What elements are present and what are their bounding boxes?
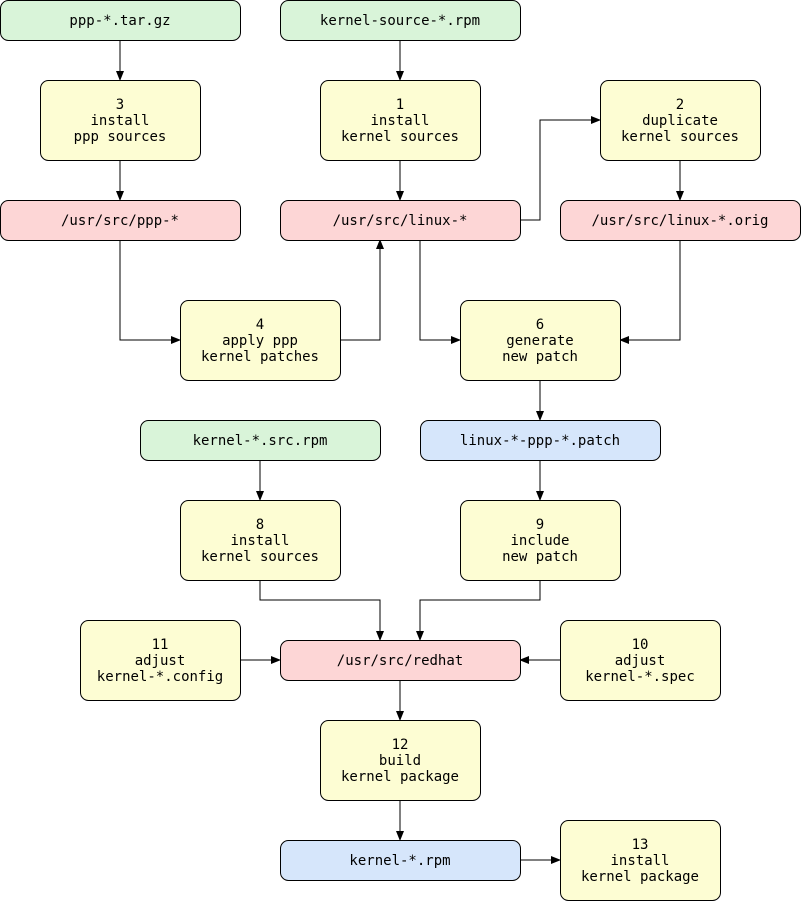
node-label-line: kernel sources	[621, 129, 739, 145]
node-label-line: generate	[506, 333, 573, 349]
node-label-line: kernel-source-*.rpm	[320, 13, 480, 29]
node-label-line: 12	[392, 737, 409, 753]
node-usr-src-ppp: /usr/src/ppp-*	[0, 200, 241, 241]
node-box	[0, 200, 241, 241]
node-label-line: ppp sources	[74, 129, 167, 145]
node-label-line: 10	[632, 637, 649, 653]
node-label-line: apply ppp	[222, 333, 298, 349]
node-label-line: 3	[116, 97, 124, 113]
node-box	[40, 80, 201, 161]
node-box	[320, 720, 481, 801]
node-label-line: duplicate	[642, 113, 718, 129]
node-box	[320, 80, 481, 161]
node-box	[140, 420, 381, 461]
node-label-line: /usr/src/linux-*	[333, 213, 468, 229]
node-label-line: install	[230, 533, 289, 549]
node-label-line: kernel sources	[341, 129, 459, 145]
edge-step4-to-usr_src_linux	[340, 239, 384, 341]
node-label-line: kernel package	[341, 769, 459, 785]
node-box	[280, 640, 521, 681]
node-label-line: adjust	[615, 653, 666, 669]
edge-usr_src_linux-to-step6	[419, 240, 461, 344]
node-label-line: kernel package	[581, 869, 699, 885]
node-label-line: /usr/src/linux-*.orig	[591, 213, 768, 229]
node-label-line: 1	[396, 97, 404, 113]
node-box	[420, 420, 661, 461]
node-box	[280, 200, 521, 241]
node-box	[460, 500, 621, 581]
node-label-line: kernel-*.src.rpm	[193, 433, 328, 449]
node-label-line: kernel-*.rpm	[349, 853, 450, 869]
node-label-line: kernel sources	[201, 549, 319, 565]
edge-usr_src_linux_orig-to-step6	[619, 240, 681, 344]
node-label-line: adjust	[135, 653, 186, 669]
node-box	[0, 0, 241, 41]
node-kernel-src-rpm: kernel-*.src.rpm	[140, 420, 381, 461]
edge-usr_src_linux-to-step2	[520, 116, 601, 221]
edges-layer	[116, 40, 684, 864]
node-label-line: build	[379, 753, 421, 769]
node-label-line: linux-*-ppp-*.patch	[460, 433, 620, 449]
node-label-line: new patch	[502, 349, 578, 365]
node-ppp-tar: ppp-*.tar.gz	[0, 0, 241, 41]
node-box	[560, 620, 721, 701]
node-label-line: kernel patches	[201, 349, 319, 365]
node-box	[180, 500, 341, 581]
edge-usr_src_ppp-to-step4	[119, 240, 181, 344]
node-label-line: install	[370, 113, 429, 129]
node-label-line: 2	[676, 97, 684, 113]
node-linux-ppp-patch: linux-*-ppp-*.patch	[420, 420, 661, 461]
node-label-line: /usr/src/ppp-*	[61, 213, 179, 229]
node-box	[460, 300, 621, 381]
edge-step8-to-usr_src_redhat	[259, 580, 384, 641]
node-label-line: include	[510, 533, 569, 549]
node-label-line: 9	[536, 517, 544, 533]
node-label-line: kernel-*.config	[97, 669, 223, 685]
node-label-line: 11	[152, 637, 169, 653]
node-box	[600, 80, 761, 161]
node-label-line: install	[610, 853, 669, 869]
node-label-line: 8	[256, 517, 264, 533]
node-label-line: 6	[536, 317, 544, 333]
node-label-line: 4	[256, 317, 264, 333]
node-label-line: kernel-*.spec	[585, 669, 695, 685]
node-label-line: ppp-*.tar.gz	[69, 13, 170, 29]
node-usr-src-linux: /usr/src/linux-*	[280, 200, 521, 241]
node-box	[80, 620, 241, 701]
node-usr-src-linux-orig: /usr/src/linux-*.orig	[560, 200, 801, 241]
node-box	[180, 300, 341, 381]
node-box	[280, 0, 521, 41]
node-label-line: /usr/src/redhat	[337, 653, 463, 669]
edge-step9-to-usr_src_redhat	[416, 580, 541, 641]
node-kernel-source-rpm: kernel-source-*.rpm	[280, 0, 521, 41]
node-label-line: 13	[632, 837, 649, 853]
node-box	[280, 840, 521, 881]
node-kernel-rpm: kernel-*.rpm	[280, 840, 521, 881]
node-usr-src-redhat: /usr/src/redhat	[280, 640, 521, 681]
node-label-line: new patch	[502, 549, 578, 565]
node-label-line: install	[90, 113, 149, 129]
